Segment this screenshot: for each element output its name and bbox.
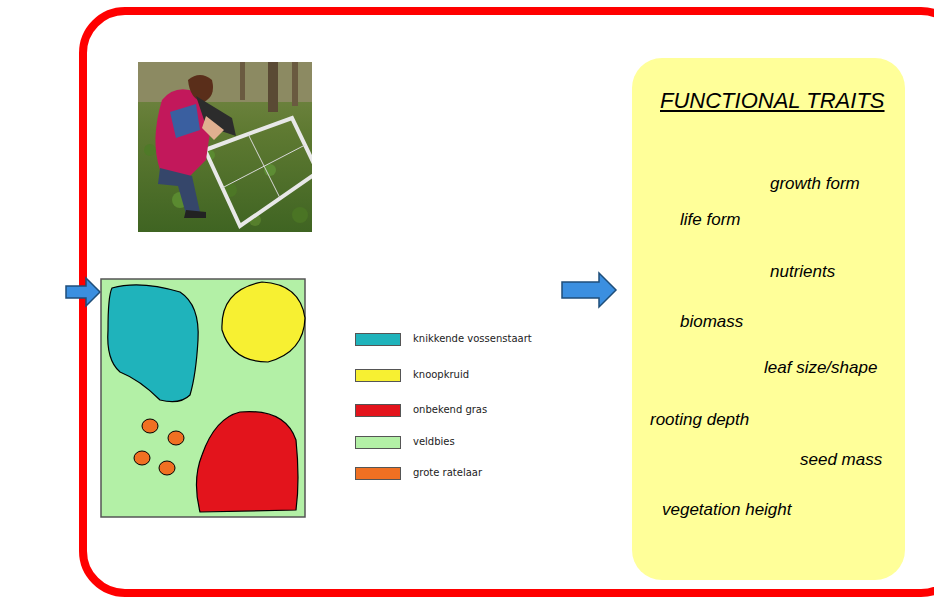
legend-label: grote ratelaar xyxy=(413,467,482,478)
trait-label: vegetation height xyxy=(662,500,792,520)
legend-label: onbekend gras xyxy=(413,404,487,415)
trait-label: leaf size/shape xyxy=(764,358,877,378)
legend-swatch xyxy=(355,404,401,417)
field-photo xyxy=(138,62,318,232)
trait-label: life form xyxy=(680,210,740,230)
panel-heading: FUNCTIONAL TRAITS xyxy=(660,88,885,114)
traits-panel: FUNCTIONAL TRAITS growth form life form nut… xyxy=(632,58,905,580)
legend-swatch xyxy=(355,333,401,346)
trait-label: biomass xyxy=(680,312,743,332)
legend-swatch xyxy=(355,369,401,382)
trait-label: rooting depth xyxy=(650,410,749,430)
vegetation-map xyxy=(101,279,305,517)
legend-label: veldbies xyxy=(413,436,455,447)
red-frame xyxy=(83,11,934,593)
trait-label: seed mass xyxy=(800,450,882,470)
legend-swatch xyxy=(355,436,401,449)
block-arrow xyxy=(66,278,100,306)
trait-label: growth form xyxy=(770,174,860,194)
legend-swatch xyxy=(355,467,401,480)
legend-label: knoopkruid xyxy=(413,369,469,380)
trait-label: nutrients xyxy=(770,262,835,282)
block-arrow xyxy=(562,273,616,307)
legend-label: knikkende vossenstaart xyxy=(413,333,532,344)
